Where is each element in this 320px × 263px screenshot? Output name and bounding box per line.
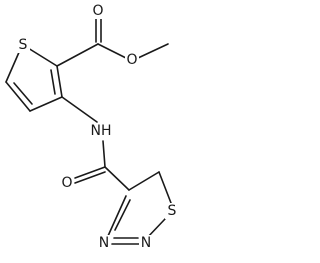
molecule-structure: S O O NH O S N N xyxy=(5,3,179,251)
bond-s1-c2 xyxy=(27,47,58,67)
atom-o-amide: O xyxy=(60,175,74,191)
atom-s2: S xyxy=(165,203,179,219)
bond-c5-s2 xyxy=(158,171,172,204)
bond-c4-c5thd xyxy=(128,171,160,191)
bond-c2-ccarbonyl xyxy=(56,43,99,67)
thiadiazole-ring xyxy=(107,171,172,245)
bond-c5-c4-inner xyxy=(13,82,33,105)
atom-s1: S xyxy=(16,37,30,53)
amide-linkage xyxy=(61,96,130,191)
atom-label-n-b: N xyxy=(141,235,151,251)
atom-label-s1: S xyxy=(19,37,28,53)
bond-c3-c2-inner xyxy=(50,69,56,95)
bond-na-c4-inner xyxy=(114,199,131,231)
atom-nh: NH xyxy=(88,123,114,139)
thiophene-ring xyxy=(5,47,63,112)
bond-c3-n xyxy=(61,96,98,123)
atom-label-n-a: N xyxy=(99,235,109,251)
bond-c4-c3 xyxy=(29,96,63,112)
atom-label-nh: NH xyxy=(91,123,112,139)
bond-c5-c4 xyxy=(5,81,31,112)
atom-label-o-carbonyl: O xyxy=(92,3,103,19)
atom-labels: S O O NH O S N N xyxy=(16,3,179,251)
bond-oester-methyl xyxy=(137,43,169,59)
bond-camide-o-b xyxy=(74,171,106,184)
bond-na-c4 xyxy=(107,195,127,237)
atom-n-b: N xyxy=(139,235,153,251)
atom-n-a: N xyxy=(97,235,111,251)
methyl-ester-group xyxy=(56,17,169,67)
bond-c3-c2 xyxy=(56,65,63,98)
bond-camide-o-a xyxy=(74,166,106,179)
atom-label-o-amide: O xyxy=(61,175,72,191)
bond-camide-c4thd xyxy=(104,166,130,191)
bond-n-camide xyxy=(102,140,106,168)
bond-s1-c5 xyxy=(5,49,21,83)
atom-o-carbonyl: O xyxy=(91,3,105,19)
atom-label-s2: S xyxy=(168,203,177,219)
atom-label-o-ester: O xyxy=(126,52,137,68)
bond-c-oester xyxy=(97,43,127,59)
atom-o-ester: O xyxy=(125,52,139,68)
